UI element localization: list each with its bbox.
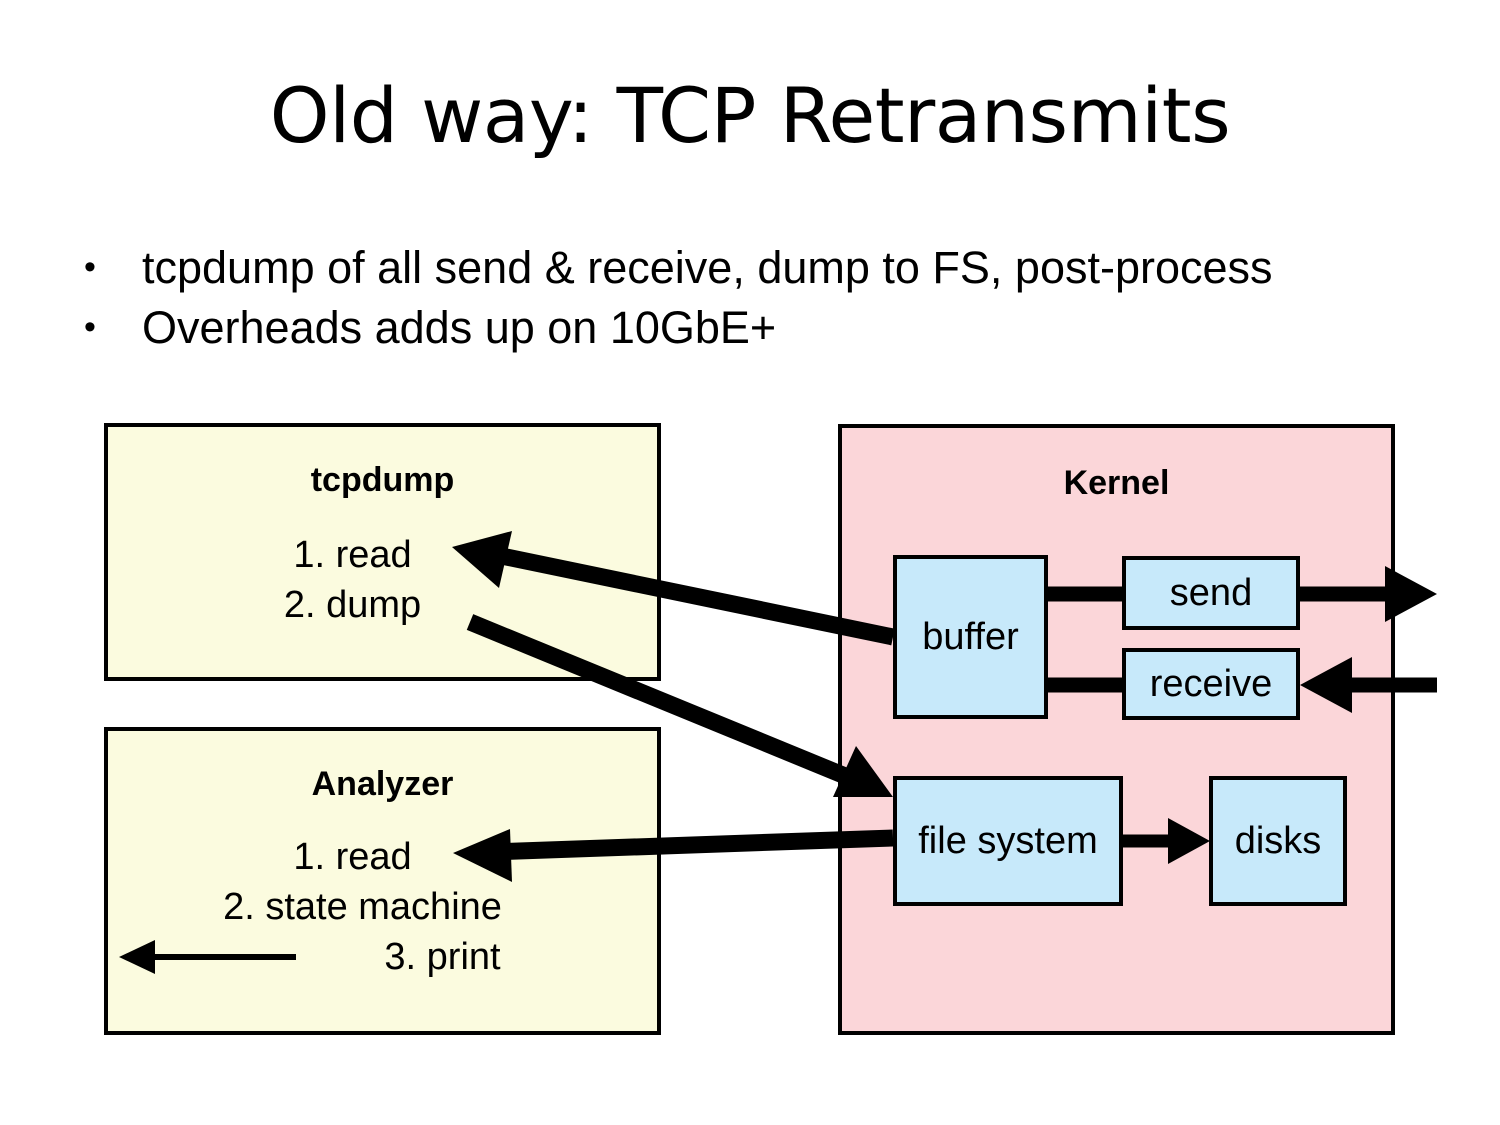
analyzer-step-3: 3. print <box>384 936 501 978</box>
analyzer-panel: Analyzer 1. read 2. state machine 3. pri… <box>104 727 661 1035</box>
node-file-system-label: file system <box>918 819 1098 862</box>
kernel-panel-title: Kernel <box>1063 464 1170 502</box>
analyzer-step-1: 1. read <box>293 836 412 878</box>
bullet-item-2: • Overheads adds up on 10GbE+ <box>84 298 1444 358</box>
node-send-label: send <box>1169 571 1253 614</box>
page-title: Old way: TCP Retransmits <box>269 71 1231 160</box>
node-buffer-label: buffer <box>922 615 1019 658</box>
bullet-list: • tcpdump of all send & receive, dump to… <box>84 238 1444 357</box>
node-disks-label: disks <box>1234 819 1322 862</box>
tcpdump-step-1: 1. read <box>293 534 412 576</box>
tcpdump-step-2: 2. dump <box>283 584 422 626</box>
node-file-system[interactable]: file system <box>893 776 1123 906</box>
analyzer-step-2: 2. state machine <box>223 886 502 928</box>
bullet-point-icon: • <box>84 248 96 286</box>
node-receive-label: receive <box>1149 662 1273 705</box>
node-receive[interactable]: receive <box>1122 648 1300 720</box>
bullet-item-1-text: tcpdump of all send & receive, dump to F… <box>142 242 1273 293</box>
node-buffer[interactable]: buffer <box>893 555 1048 719</box>
node-disks[interactable]: disks <box>1209 776 1347 906</box>
bullet-item-1: • tcpdump of all send & receive, dump to… <box>84 238 1444 298</box>
bullet-point-icon: • <box>84 307 96 346</box>
kernel-panel: Kernel <box>838 424 1395 1035</box>
bullet-item-2-text: Overheads adds up on 10GbE+ <box>142 301 777 353</box>
tcpdump-panel-title: tcpdump <box>310 461 455 499</box>
node-send[interactable]: send <box>1122 556 1300 630</box>
tcpdump-panel: tcpdump 1. read 2. dump <box>104 423 661 681</box>
analyzer-panel-title: Analyzer <box>311 765 454 803</box>
